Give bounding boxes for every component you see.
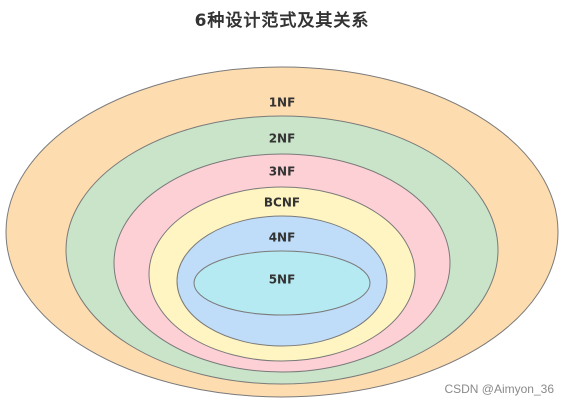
ellipse-5nf [193,250,371,316]
label-bcnf: BCNF [264,196,300,210]
label-3nf: 3NF [269,165,296,179]
label-4nf: 4NF [269,231,296,245]
label-2nf: 2NF [269,132,296,146]
diagram-title: 6种设计范式及其关系 [194,11,370,31]
label-5nf: 5NF [269,273,296,287]
watermark: CSDN @Aimyon_36 [444,382,554,396]
label-1nf: 1NF [269,96,296,110]
